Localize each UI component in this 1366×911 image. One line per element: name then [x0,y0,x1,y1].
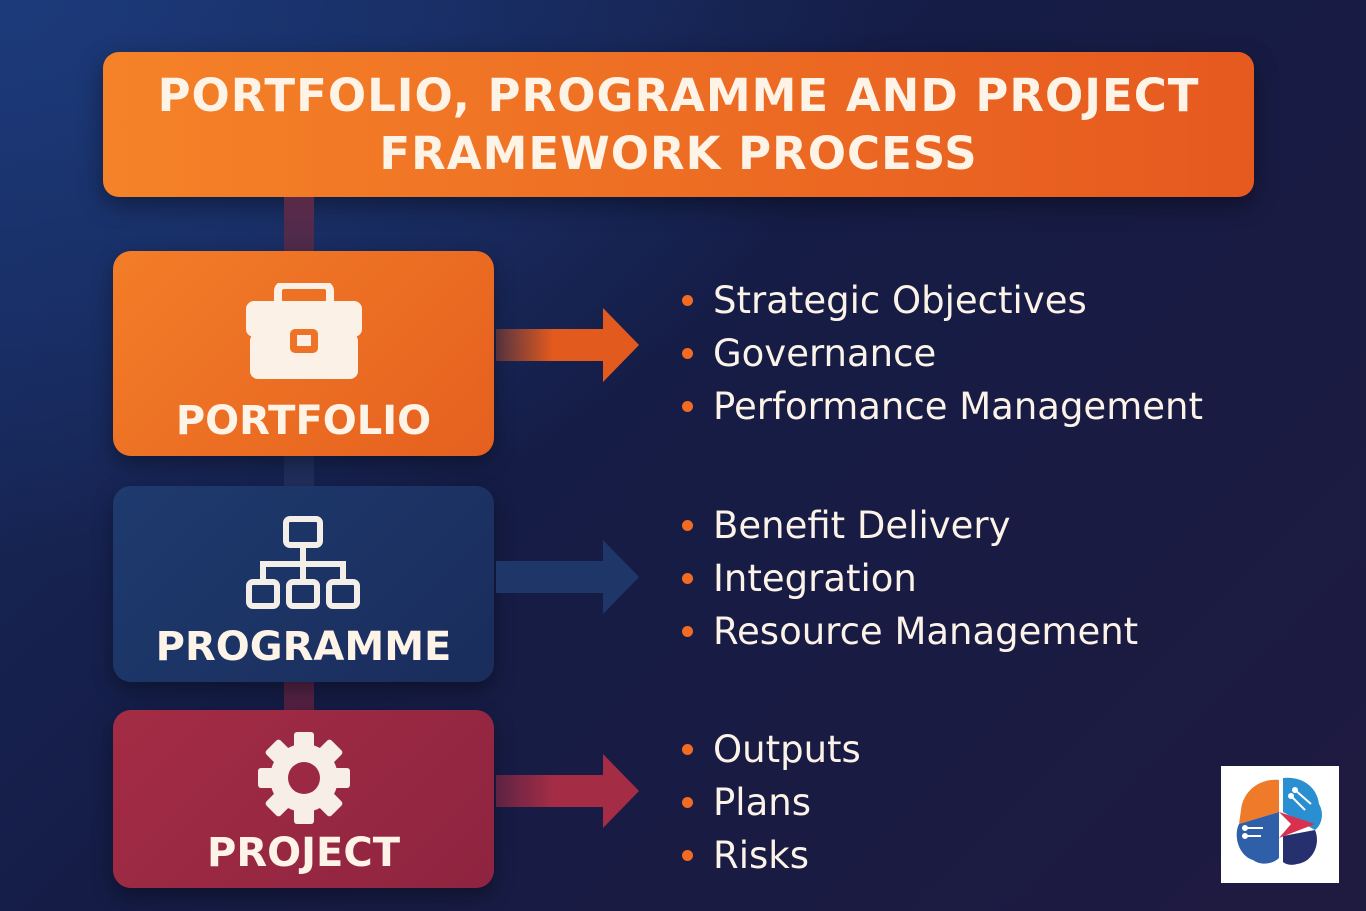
bullet-icon [682,295,693,306]
list-item: Strategic Objectives [680,274,1203,327]
item-text: Resource Management [713,610,1139,653]
project-label: PROJECT [207,830,400,876]
item-text: Benefit Delivery [713,504,1011,547]
item-text: Plans [713,781,811,824]
project-arrow-icon [496,754,639,828]
item-text: Risks [713,834,809,877]
title-line-2: FRAMEWORK PROCESS [379,126,978,180]
programme-bullets: Benefit Delivery Integration Resource Ma… [680,499,1138,658]
title-banner: PORTFOLIO, PROGRAMME AND PROJECT FRAMEWO… [103,52,1254,197]
hierarchy-icon [245,516,360,609]
list-item: Governance [680,327,1203,380]
list-item: Outputs [680,723,861,776]
item-text: Outputs [713,728,861,771]
item-text: Performance Management [713,385,1203,428]
bullet-icon [682,573,693,584]
portfolio-box: PORTFOLIO [113,251,494,456]
bullet-icon [682,520,693,531]
programme-label: PROGRAMME [155,624,452,670]
list-item: Resource Management [680,605,1138,658]
bullet-icon [682,401,693,412]
brain-logo-icon [1236,777,1322,865]
gear-icon [257,732,350,824]
bullet-icon [682,626,693,637]
programme-arrow-icon [496,540,639,614]
list-item: Benefit Delivery [680,499,1138,552]
item-text: Governance [713,332,937,375]
bullet-icon [682,850,693,861]
item-text: Strategic Objectives [713,279,1087,322]
project-box: PROJECT [113,710,494,888]
bullet-icon [682,797,693,808]
bullet-icon [682,348,693,359]
portfolio-bullets: Strategic Objectives Governance Performa… [680,274,1203,433]
portfolio-label: PORTFOLIO [175,398,432,444]
programme-box: PROGRAMME [113,486,494,682]
brand-logo [1221,766,1339,883]
item-text: Integration [713,557,917,600]
bullet-icon [682,744,693,755]
list-item: Performance Management [680,380,1203,433]
list-item: Risks [680,829,861,882]
list-item: Integration [680,552,1138,605]
portfolio-arrow-icon [496,308,639,382]
project-bullets: Outputs Plans Risks [680,723,861,882]
title-line-1: PORTFOLIO, PROGRAMME AND PROJECT [157,68,1200,122]
briefcase-icon [245,283,362,379]
list-item: Plans [680,776,861,829]
